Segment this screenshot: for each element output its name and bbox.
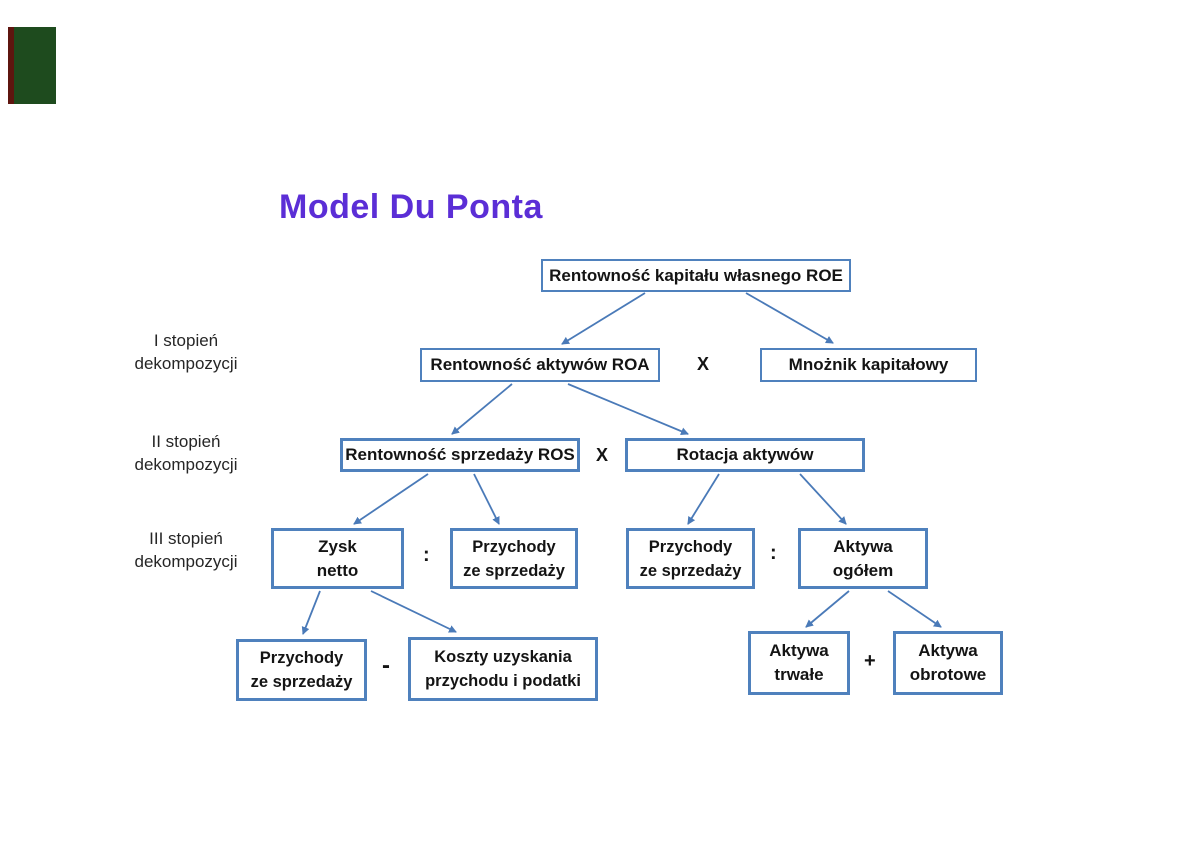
- node-koszty-uzyskania: Koszty uzyskania przychodu i podatki: [408, 637, 598, 701]
- node-rotacja-aktywow: Rotacja aktywów: [625, 438, 865, 472]
- node-roe: Rentowność kapitału własnego ROE: [541, 259, 851, 292]
- node-label: przychodu i podatki: [425, 672, 581, 690]
- node-aktywa-trwale: Aktywa trwałe: [748, 631, 850, 695]
- node-przychody-ze-sprzedazy-left: Przychody ze sprzedaży: [450, 528, 578, 589]
- node-ros: Rentowność sprzedaży ROS: [340, 438, 580, 472]
- node-label: Rentowność sprzedaży ROS: [345, 445, 575, 464]
- corner-decoration: [8, 27, 56, 104]
- row-label-line: dekompozycji: [134, 354, 238, 373]
- operator-divide-right: :: [770, 542, 777, 564]
- row-label-line: I stopień: [153, 331, 219, 350]
- page-title: Model Du Ponta: [279, 188, 543, 226]
- operator-subtract: -: [382, 652, 390, 679]
- node-mnoznik-kapitalowy: Mnożnik kapitałowy: [760, 348, 977, 382]
- node-roa: Rentowność aktywów ROA: [420, 348, 660, 382]
- node-label: Rotacja aktywów: [676, 445, 814, 464]
- node-label: ze sprzedaży: [639, 561, 742, 580]
- node-label: trwałe: [774, 665, 824, 684]
- node-label: ogółem: [832, 560, 894, 580]
- row-label-level1: I stopień dekompozycji: [96, 329, 276, 375]
- row-label-line: III stopień: [149, 529, 223, 548]
- row-label-line: dekompozycji: [134, 552, 238, 571]
- node-label: Rentowność aktywów ROA: [430, 355, 650, 374]
- node-label: ze sprzedaży: [463, 561, 565, 580]
- node-label: obrotowe: [909, 665, 987, 684]
- node-label: Przychody: [472, 537, 556, 556]
- row-label-level3: III stopień dekompozycji: [96, 527, 276, 573]
- operator-multiply-level2: X: [596, 445, 609, 465]
- row-label-level2: II stopień dekompozycji: [96, 430, 276, 476]
- node-przychody-ze-sprzedazy-right: Przychody ze sprzedaży: [626, 528, 755, 589]
- node-label: Aktywa: [833, 536, 893, 556]
- row-label-line: dekompozycji: [134, 455, 238, 474]
- node-label: Aktywa: [918, 641, 978, 660]
- node-label: Przychody: [259, 649, 344, 667]
- row-label-line: II stopień: [151, 432, 221, 451]
- operator-multiply-level1: X: [697, 354, 710, 374]
- node-aktywa-ogolem: Aktywa ogółem: [798, 528, 928, 589]
- node-label: Rentowność kapitału własnego ROE: [549, 265, 843, 285]
- node-label: netto: [316, 560, 359, 580]
- node-label: Aktywa: [769, 641, 829, 660]
- node-label: Mnożnik kapitałowy: [788, 355, 949, 374]
- node-przychody-ze-sprzedazy-bottom: Przychody ze sprzedaży: [236, 639, 367, 701]
- operator-divide-left: :: [423, 544, 430, 566]
- node-label: Koszty uzyskania: [434, 648, 572, 666]
- node-label: Zysk: [318, 536, 357, 556]
- node-aktywa-obrotowe: Aktywa obrotowe: [893, 631, 1003, 695]
- node-label: ze sprzedaży: [250, 673, 353, 691]
- node-zysk-netto: Zysk netto: [271, 528, 404, 589]
- node-label: Przychody: [648, 537, 733, 556]
- operator-add: +: [864, 650, 876, 672]
